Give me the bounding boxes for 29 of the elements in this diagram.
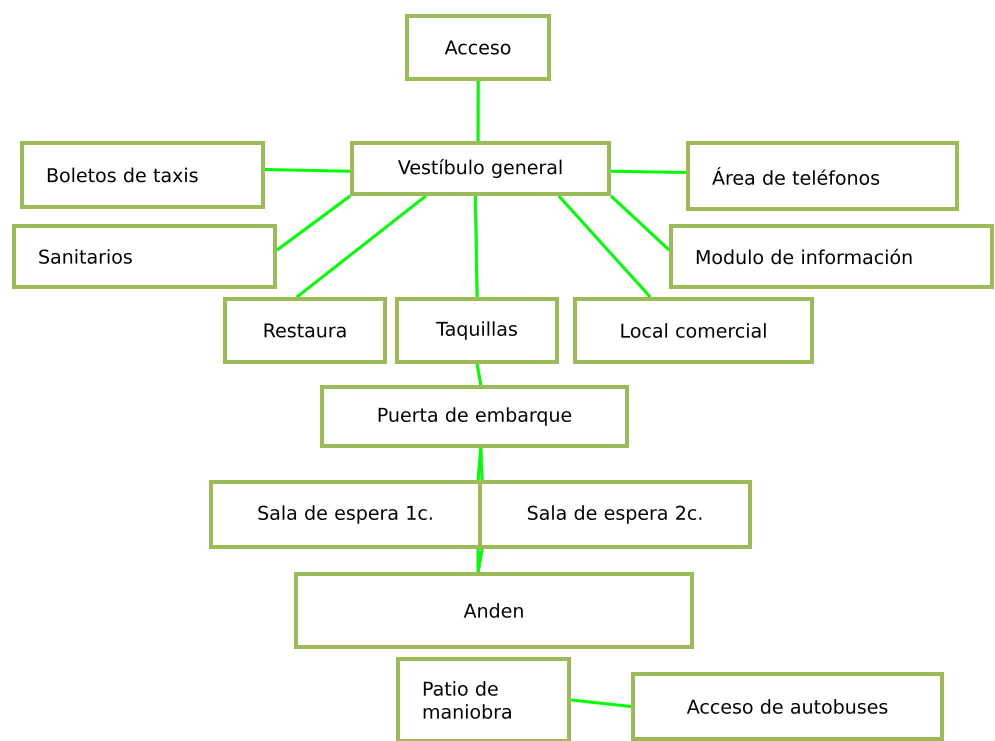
connector-line — [476, 81, 480, 141]
room-box: Taquillas — [395, 297, 559, 364]
connector-line — [264, 168, 350, 173]
connector-line — [276, 194, 351, 252]
room-box: Restaura — [223, 297, 387, 364]
connector-line — [558, 195, 652, 298]
connector-line — [474, 196, 478, 298]
room-box: Acceso de autobuses — [631, 672, 944, 741]
room-box: Local comercial — [573, 297, 814, 364]
room-box: Acceso — [405, 14, 551, 81]
room-box: Vestíbulo general — [350, 141, 611, 196]
connector-line — [570, 698, 632, 708]
room-box: Modulo de información — [669, 224, 994, 289]
room-box: Puerta de embarque — [320, 385, 629, 448]
connector-line — [610, 170, 686, 174]
connector-line — [479, 448, 484, 480]
connector-line — [476, 364, 482, 386]
room-box: Sala de espera 1c. — [209, 480, 482, 549]
connector-line — [296, 194, 427, 298]
room-box: Anden — [294, 572, 694, 649]
connector-line — [476, 548, 484, 572]
room-box: Patio de maniobra — [396, 657, 571, 741]
room-box: Sala de espera 2c. — [478, 480, 752, 549]
room-box: Sanitarios — [12, 224, 277, 289]
connector-line — [476, 448, 482, 480]
connector-line — [476, 549, 480, 572]
room-box: Área de teléfonos — [686, 141, 959, 211]
connector-line — [610, 194, 670, 252]
room-box: Boletos de taxis — [20, 141, 265, 209]
